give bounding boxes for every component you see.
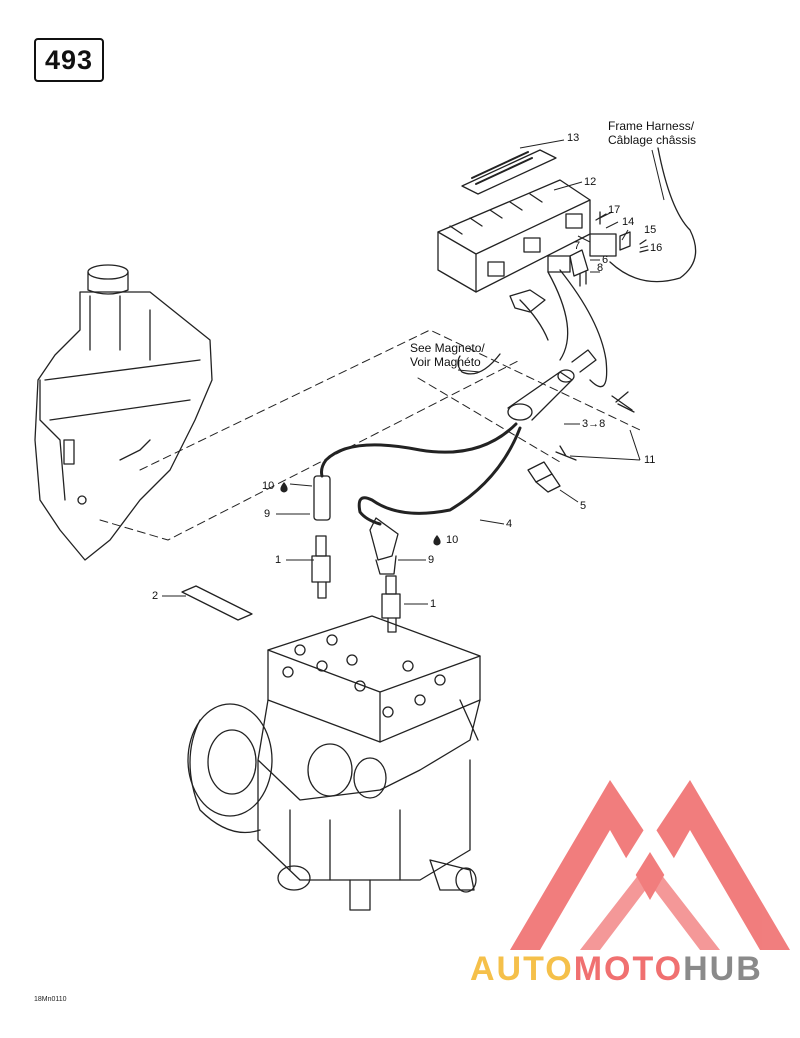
callout-17: 17 (608, 204, 621, 216)
callout-9-right: 9 (428, 554, 435, 566)
watermark-logo (510, 780, 790, 950)
callout-10-left: 10 (262, 480, 275, 492)
callout-4: 4 (506, 518, 513, 530)
decal (461, 149, 557, 195)
callout-16: 16 (650, 242, 663, 254)
callout-14: 14 (622, 216, 635, 228)
engine-block (187, 615, 481, 911)
oil-tank (34, 264, 213, 561)
frame-harness-note-en: Frame Harness/ (608, 119, 695, 133)
sensor-5 (527, 461, 561, 493)
callout-5: 5 (580, 500, 587, 512)
callout-13: 13 (567, 132, 580, 144)
magneto-note-fr: Voir Magnéto (410, 355, 481, 369)
watermark-text: AUTOMOTOHUB (470, 950, 763, 989)
callout-6: 6 (602, 254, 609, 266)
callout-2: 2 (152, 590, 159, 602)
magneto-note-en: See Magneto/ (410, 341, 485, 355)
callout-10-right: 10 (446, 534, 459, 546)
page-number: 493 (34, 38, 104, 82)
watermark-text-auto: AUTO (470, 950, 574, 988)
callout-3-8: 3→8 (582, 418, 606, 430)
callout-12: 12 (584, 176, 597, 188)
cdi-module (437, 179, 591, 293)
spark-plugs (311, 535, 401, 633)
callout-1-right: 1 (430, 598, 437, 610)
ignition-coil (507, 349, 633, 421)
callout-7: 7 (574, 240, 581, 252)
watermark-text-hub: HUB (683, 950, 763, 988)
callout-8: 8 (597, 262, 604, 274)
connector-parts (547, 211, 649, 287)
callout-11: 11 (644, 454, 656, 466)
callout-9-left: 9 (264, 508, 271, 520)
drawing-code: 18Mn0110 (34, 996, 67, 1003)
frame-harness-note-fr: Câblage châssis (608, 133, 697, 147)
callout-15: 15 (644, 224, 657, 236)
watermark-text-moto: MOTO (573, 950, 684, 988)
callout-1-left: 1 (275, 554, 282, 566)
